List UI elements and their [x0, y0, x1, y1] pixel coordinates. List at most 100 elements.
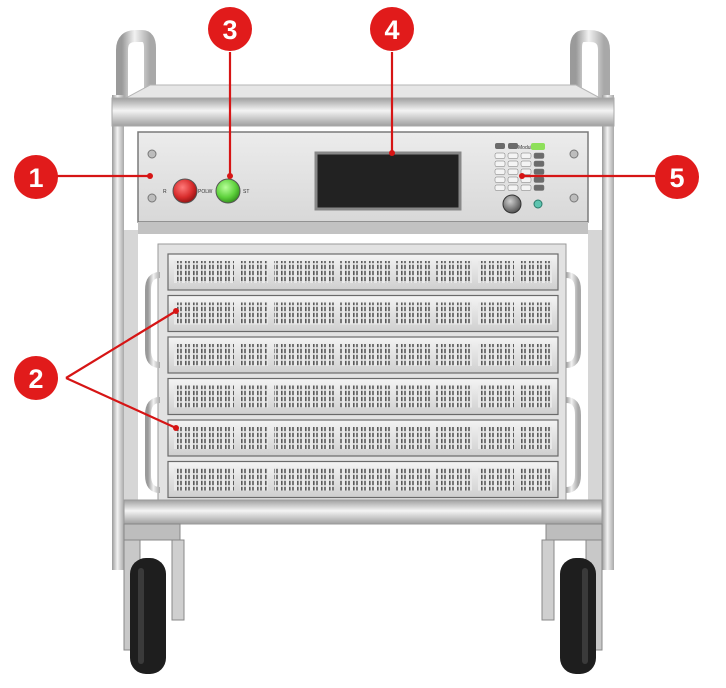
start-label: ST: [243, 189, 249, 195]
keypad-key[interactable]: [533, 168, 545, 175]
vent-grille: [340, 468, 390, 491]
rack-side-handles: [145, 272, 581, 493]
vent-grille: [340, 385, 390, 408]
keypad-key[interactable]: [533, 184, 545, 191]
callout-1: 1: [14, 155, 58, 199]
vent-grille: [174, 385, 234, 408]
rotary-knob[interactable]: [502, 194, 522, 214]
keypad-key[interactable]: [507, 168, 519, 175]
vent-grille: [478, 261, 514, 283]
vent-grille: [174, 344, 234, 366]
cabinet-base: [123, 499, 603, 525]
vent-grille: [340, 302, 390, 325]
keypad-key[interactable]: [507, 184, 519, 191]
vent-grille: [436, 468, 472, 491]
keypad-key[interactable]: [494, 160, 506, 167]
keypad-key[interactable]: [533, 176, 545, 183]
vent-grille: [436, 427, 472, 449]
callout-2: 2: [14, 356, 58, 400]
vent-grille: [174, 468, 234, 491]
vent-grille: [340, 261, 390, 283]
left-caster: [123, 523, 185, 674]
top-handles: [116, 30, 610, 125]
callout-3: 3: [208, 7, 252, 51]
estop-left-label: R: [163, 189, 167, 195]
vent-grille: [436, 261, 472, 283]
keypad-label: Modul: [518, 145, 532, 151]
svg-text:1: 1: [28, 163, 43, 193]
vent-grille: [274, 385, 334, 408]
power-module: [167, 460, 559, 499]
estop-button[interactable]: [172, 178, 198, 204]
vent-grille: [174, 302, 234, 325]
keypad-key[interactable]: [520, 184, 532, 191]
keypad-key[interactable]: [520, 168, 532, 175]
keypad-function-key[interactable]: [495, 143, 505, 149]
keypad-key[interactable]: [520, 160, 532, 167]
vent-grille: [520, 344, 552, 366]
keypad-key[interactable]: [494, 168, 506, 175]
keypad-top-key[interactable]: [531, 143, 545, 150]
lcd-display: [314, 151, 462, 211]
vent-grille: [478, 344, 514, 366]
side-frame: [112, 95, 614, 570]
keypad-key[interactable]: [507, 176, 519, 183]
vent-grille: [436, 385, 472, 408]
vent-grille: [274, 344, 334, 366]
keypad-key[interactable]: [507, 152, 519, 159]
left-wheel: [130, 558, 166, 674]
power-module: [167, 419, 559, 457]
vent-grille: [478, 427, 514, 449]
vent-grille: [240, 344, 268, 366]
keypad-key[interactable]: [520, 152, 532, 159]
keypad-key[interactable]: [507, 160, 519, 167]
enter-key-icon[interactable]: [533, 199, 543, 209]
keypad-function-key[interactable]: [508, 143, 518, 149]
power-modules: [167, 253, 559, 499]
vent-grille: [396, 427, 430, 449]
vent-grille: [274, 468, 334, 491]
keypad-key[interactable]: [533, 152, 545, 159]
caster-wheels: [123, 523, 603, 674]
keypad-key[interactable]: [494, 184, 506, 191]
power-module: [167, 294, 559, 333]
vent-grille: [520, 385, 552, 408]
vent-grille: [240, 385, 268, 408]
vent-grille: [274, 261, 334, 283]
svg-text:4: 4: [384, 15, 399, 45]
start-button[interactable]: [215, 178, 241, 204]
vent-grille: [274, 427, 334, 449]
keypad-key[interactable]: [494, 152, 506, 159]
right-wheel: [560, 558, 596, 674]
keypad-key[interactable]: [494, 176, 506, 183]
vent-grille: [174, 427, 234, 449]
power-module: [167, 253, 559, 291]
top-tray: [111, 84, 615, 127]
vent-grille: [274, 302, 334, 325]
right-caster: [541, 523, 603, 674]
vent-grille: [520, 302, 552, 325]
power-module: [167, 336, 559, 374]
keypad-key[interactable]: [533, 160, 545, 167]
svg-text:3: 3: [222, 15, 237, 45]
vent-grille: [478, 385, 514, 408]
module-rack: [145, 243, 581, 501]
vent-grille: [520, 261, 552, 283]
vent-grille: [240, 427, 268, 449]
vent-grille: [340, 427, 390, 449]
vent-grille: [520, 468, 552, 491]
vent-grille: [478, 302, 514, 325]
vent-grille: [340, 344, 390, 366]
vent-grille: [396, 261, 430, 283]
vent-grille: [396, 468, 430, 491]
vent-grille: [240, 302, 268, 325]
vent-grille: [436, 344, 472, 366]
vent-grille: [396, 385, 430, 408]
vent-grille: [396, 302, 430, 325]
callout-4: 4: [370, 7, 414, 51]
vent-grille: [240, 261, 268, 283]
vent-grille: [520, 427, 552, 449]
keypad[interactable]: [494, 143, 545, 191]
power-module: [167, 377, 559, 416]
